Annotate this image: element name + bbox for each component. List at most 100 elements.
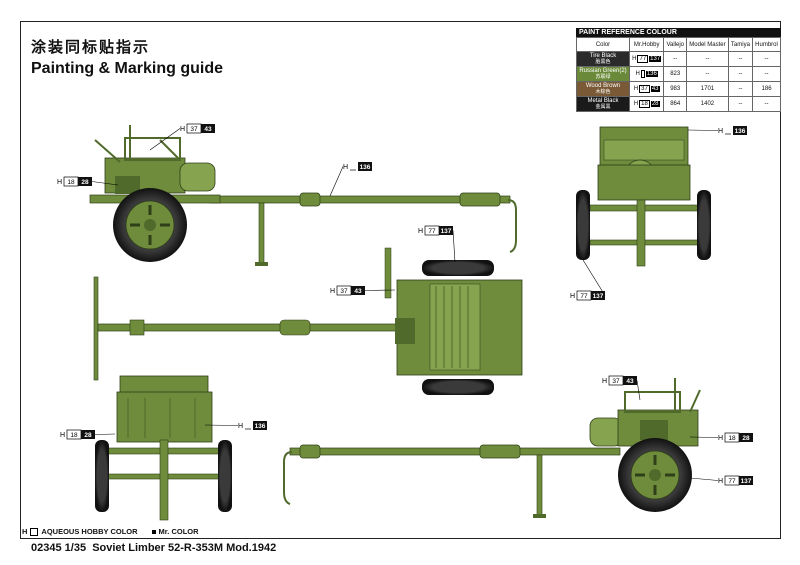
callout-c-box — [358, 162, 372, 171]
callout-c: 43 — [626, 378, 634, 385]
callout-c: 136 — [735, 128, 746, 135]
callout-c-box — [201, 124, 215, 133]
callout-green: H 136 — [204, 421, 267, 430]
callout-h: 18 — [728, 435, 736, 442]
callout-wood: H 37 43 — [602, 375, 641, 401]
col-humbrol: Humbrol — [752, 37, 781, 52]
callout-h: 77 — [728, 478, 736, 485]
callout-c-box — [78, 177, 92, 186]
mrhobby-h: 37 — [639, 85, 650, 93]
color-name-cn: 苏联绿 — [595, 74, 611, 80]
callout-h: 18 — [67, 179, 75, 186]
mrhobby-h: 18 — [639, 100, 650, 108]
leader-line — [452, 230, 456, 263]
product-name: Soviet Limber 52-R-353M Mod.1942 — [92, 542, 277, 554]
callout-h: 37 — [190, 126, 198, 133]
callout-h: 18 — [70, 432, 78, 439]
mrhobby-prefix: H — [633, 86, 639, 92]
callout-prefix: H — [343, 164, 348, 171]
legend-aqueous-prefix: H — [22, 527, 28, 536]
color-name-cn: 金属黑 — [595, 104, 611, 110]
callout-prefix: H — [718, 478, 723, 485]
callout-c-box — [439, 226, 453, 235]
callout-c: 28 — [84, 432, 92, 439]
humbrol-cell: -- — [752, 96, 781, 112]
leader-line — [149, 128, 181, 151]
callout-h: 37 — [340, 288, 348, 295]
aqueous-box-icon — [30, 527, 39, 536]
col-color: Color — [576, 37, 630, 52]
callout-c: 137 — [593, 293, 604, 300]
vallejo-cell: 864 — [663, 96, 688, 112]
callout-prefix: H — [418, 228, 423, 235]
callout-h: 37 — [612, 378, 620, 385]
product-code: 02345 — [31, 542, 62, 554]
callout-c: 137 — [741, 478, 752, 485]
callout-c-box — [623, 376, 637, 385]
callout-prefix: H — [330, 288, 335, 295]
title-chinese: 涂装同标贴指示 — [31, 39, 151, 56]
callout-c: 28 — [742, 435, 750, 442]
product-scale: 1/35 — [64, 542, 87, 554]
top-view — [93, 247, 523, 395]
callout-prefix: H — [602, 378, 607, 385]
title-english: Painting & Marking guide — [31, 60, 224, 77]
mr-color-square-icon — [151, 529, 156, 534]
callout-c: 136 — [255, 423, 266, 430]
mrhobby-prefix: H — [632, 56, 637, 62]
callout-c-box — [81, 430, 95, 439]
side-view-right — [283, 378, 701, 518]
callout-black: H 18 28 — [689, 432, 753, 443]
front-view — [576, 126, 711, 267]
color-name-cn: 胎黑色 — [595, 59, 611, 65]
leader-line — [204, 424, 239, 426]
col-tamiya: Tamiya — [727, 37, 754, 52]
callout-c-box — [351, 286, 365, 295]
leader-line — [94, 433, 116, 435]
legend-aqueous-label: AQUEOUS HOBBY COLOR — [41, 527, 138, 536]
callout-c: 136 — [360, 164, 371, 171]
leader-line — [364, 289, 396, 291]
legend-mr-color: Mr. COLOR — [151, 527, 199, 536]
mrhobby-prefix: H — [633, 101, 639, 107]
leader-line — [636, 380, 641, 401]
color-name: Tire Black — [589, 53, 617, 59]
mrhobby-c: 43 — [650, 86, 660, 92]
color-name-cn: 木棕色 — [595, 89, 611, 95]
mrhobby-c: 136 — [645, 71, 658, 77]
callout-c-box — [733, 126, 747, 135]
callout-c: 43 — [204, 126, 212, 133]
mrhobby-h: 77 — [637, 55, 649, 63]
callout-green: H 136 — [687, 126, 747, 135]
leader-line — [582, 259, 606, 296]
legend-mr-label: Mr. COLOR — [158, 527, 199, 536]
leader-line — [687, 129, 719, 131]
callout-prefix: H — [718, 435, 723, 442]
callout-prefix: H — [718, 128, 723, 135]
callout-c: 137 — [441, 228, 452, 235]
callout-prefix: H — [238, 423, 243, 430]
callout-c-box — [739, 476, 753, 485]
color-legend: H AQUEOUS HOBBY COLOR Mr. COLOR — [22, 527, 199, 536]
callout-prefix: H — [570, 293, 575, 300]
legend-aqueous: H AQUEOUS HOBBY COLOR — [22, 527, 138, 536]
tamiya-cell: -- — [727, 96, 754, 112]
paint-table-title: PAINT REFERENCE COLOUR — [576, 28, 781, 37]
mrhobby-c: 28 — [650, 101, 660, 107]
page-frame — [20, 21, 781, 539]
callout-c-box — [253, 421, 267, 430]
